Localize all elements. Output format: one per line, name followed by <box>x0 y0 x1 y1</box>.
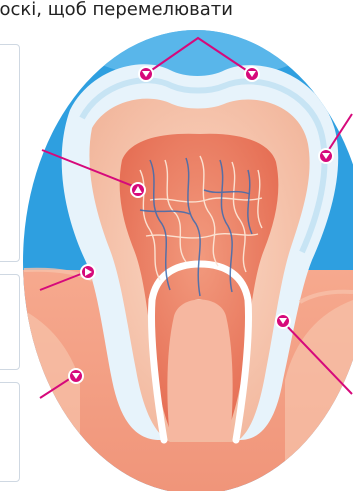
marker-dentin-neck[interactable] <box>81 265 95 279</box>
marker-root[interactable] <box>276 314 290 328</box>
marker-enamel-right[interactable] <box>319 149 333 163</box>
marker-enamel-top-left[interactable] <box>139 67 153 81</box>
marker-gum[interactable] <box>69 369 83 383</box>
marker-pulp[interactable] <box>131 183 145 197</box>
marker-enamel-top-right[interactable] <box>245 67 259 81</box>
